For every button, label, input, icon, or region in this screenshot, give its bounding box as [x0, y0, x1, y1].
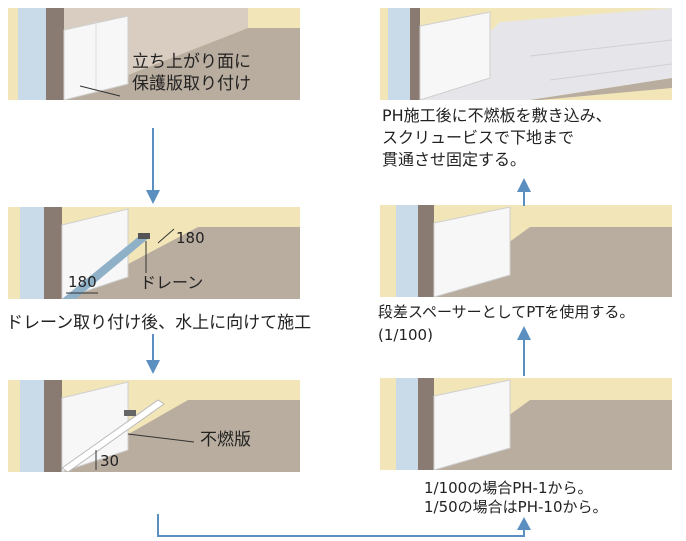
- step1-caption-line2: 保護版取り付け: [132, 74, 251, 94]
- step6-illustration: [380, 8, 672, 100]
- step2-dim-left: 180: [68, 273, 97, 291]
- step1-illustration: 立ち上がり面に 保護版取り付け: [8, 8, 300, 100]
- arrow-down-2: [146, 334, 160, 374]
- step5-caption-line1: 段差スペーサーとしてPTを使用する。: [378, 303, 635, 321]
- connector-bottom: [157, 514, 531, 537]
- step3-board-label: 不燃版: [200, 430, 251, 450]
- step5-illustration: [380, 205, 672, 297]
- step6-scene: [380, 8, 672, 100]
- step2-drain-label: ドレーン: [140, 273, 204, 292]
- step6-caption-line3: 貫通させ固定する。: [382, 150, 527, 169]
- step1-scene: [8, 8, 300, 100]
- arrow-up-1: [517, 326, 531, 376]
- step2-caption: ドレーン取り付け後、水上に向けて施工: [6, 313, 312, 333]
- arrow-down-1: [146, 128, 160, 204]
- step6-caption-line1: PH施工後に不燃板を敷き込み、: [382, 106, 612, 125]
- step5-caption-line2: (1/100): [378, 326, 433, 344]
- step4-caption-line1: 1/100の場合PH-1から。: [424, 479, 593, 497]
- arrow-up-2: [517, 178, 531, 206]
- step3-illustration: 不燃版 30: [8, 380, 300, 472]
- step4-illustration: [380, 378, 672, 470]
- step4-scene: [380, 378, 672, 470]
- step2-dim-top: 180: [176, 229, 205, 247]
- step3-scene: [8, 380, 300, 472]
- step3-dim-height: 30: [100, 452, 120, 470]
- step1-caption-line1: 立ち上がり面に: [132, 52, 251, 72]
- step2-illustration: 180 180 ドレーン: [8, 207, 300, 299]
- step2-scene: [8, 207, 300, 299]
- step4-caption-line2: 1/50の場合はPH-10から。: [424, 498, 608, 516]
- step5-scene: [380, 205, 672, 297]
- step6-caption-line2: スクリュービスで下地まで: [382, 128, 575, 147]
